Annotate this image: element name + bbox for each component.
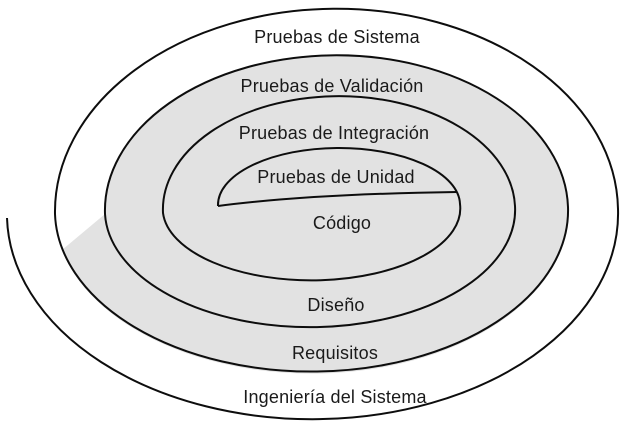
label-ingenieria-del-sistema: Ingeniería del Sistema — [243, 387, 427, 407]
label-requisitos: Requisitos — [291, 343, 379, 363]
spiral-curve — [6, 7, 620, 421]
label-pruebas-de-validacion: Pruebas de Validación — [240, 76, 424, 96]
shaded-band-region — [62, 55, 569, 374]
label-pruebas-de-unidad: Pruebas de Unidad — [257, 167, 415, 187]
label-diseno: Diseño — [307, 295, 365, 315]
label-codigo: Código — [312, 213, 372, 233]
label-pruebas-de-integracion: Pruebas de Integración — [238, 123, 430, 143]
label-pruebas-de-sistema: Pruebas de Sistema — [254, 27, 420, 47]
spiral-center-line — [217, 191, 458, 207]
